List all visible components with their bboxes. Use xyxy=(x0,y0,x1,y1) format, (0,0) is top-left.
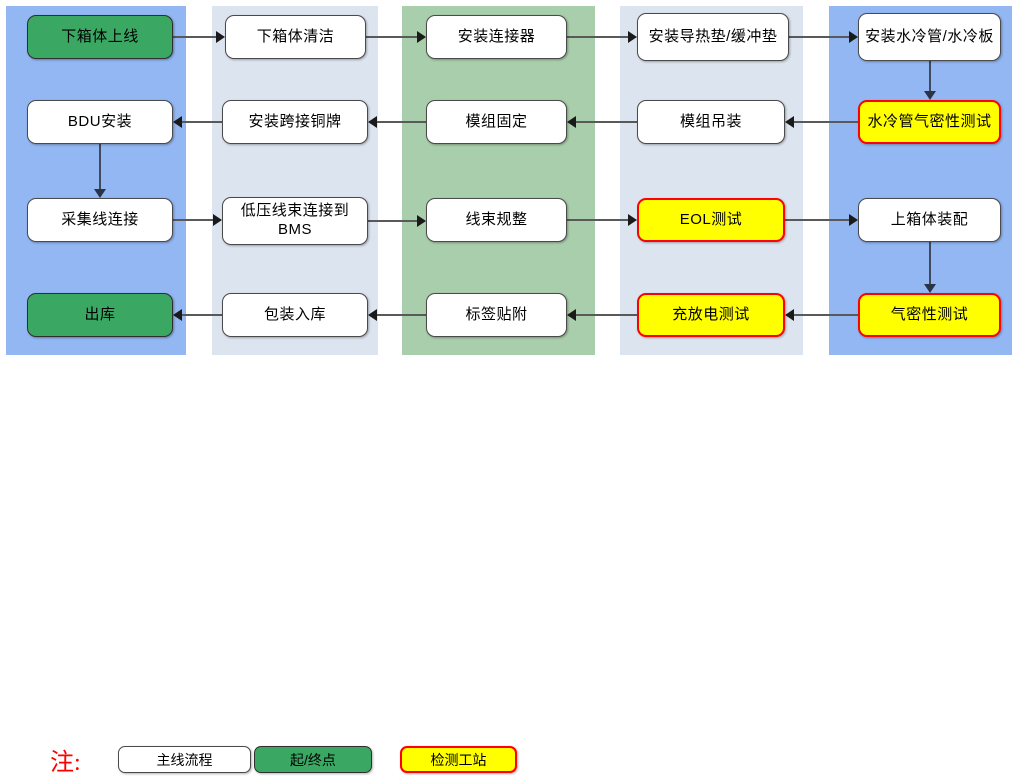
process-node-n01[interactable]: 下箱体上线 xyxy=(27,15,173,59)
process-node-label: 下箱体清洁 xyxy=(256,27,335,45)
connector-n16-to-n17 xyxy=(792,314,858,316)
process-node-label: 包装入库 xyxy=(263,305,326,323)
process-node-n04[interactable]: 安装导热垫/缓冲垫 xyxy=(637,13,789,61)
connector-n17-to-n18-arrowhead xyxy=(567,309,576,321)
flowchart-canvas: 下箱体上线 下箱体清洁 安装连接器 安装导热垫/缓冲垫 安装水冷管/水冷板水冷管气密性测… xyxy=(6,6,1012,355)
process-node-n17[interactable]: 充放电测试 xyxy=(637,293,785,337)
connector-n03-to-n04-arrowhead xyxy=(628,31,637,43)
process-node-n05[interactable]: 安装水冷管/水冷板 xyxy=(858,13,1001,61)
process-node-label: 采集线连接 xyxy=(61,210,139,228)
process-node-label: 模组固定 xyxy=(465,112,528,130)
process-node-label: 低压线束连接到BMS xyxy=(240,202,350,238)
process-node-label: BDU安装 xyxy=(67,112,133,130)
connector-n04-to-n05 xyxy=(789,36,851,38)
connector-n13-to-n14 xyxy=(567,219,630,221)
connector-n19-to-n20-arrowhead xyxy=(173,309,182,321)
process-node-label: 模组吊装 xyxy=(679,112,742,130)
process-node-label: 标签贴附 xyxy=(465,305,528,323)
connector-n02-to-n03 xyxy=(366,36,419,38)
process-node-n13[interactable]: 线束规整 xyxy=(426,198,567,242)
connector-n15-to-n16-arrowhead xyxy=(923,284,936,293)
connector-n18-to-n19-arrowhead xyxy=(368,309,377,321)
process-node-label: 气密性测试 xyxy=(890,305,969,323)
process-node-n11[interactable]: 采集线连接 xyxy=(27,198,173,242)
connector-n06-to-n07-arrowhead xyxy=(785,116,794,128)
connector-n07-to-n08 xyxy=(574,121,637,123)
process-node-n15[interactable]: 上箱体装配 xyxy=(858,198,1001,242)
process-node-label: 安装连接器 xyxy=(457,27,536,45)
connector-n16-to-n17-arrowhead xyxy=(785,309,794,321)
process-node-label: 安装导热垫/缓冲垫 xyxy=(648,27,778,45)
connector-n08-to-n09 xyxy=(375,121,426,123)
process-node-n18[interactable]: 标签贴附 xyxy=(426,293,567,337)
connector-n18-to-n19 xyxy=(375,314,426,316)
legend-item-label: 主线流程 xyxy=(156,751,213,768)
connector-n15-to-n16 xyxy=(928,242,931,285)
connector-n04-to-n05-arrowhead xyxy=(849,31,858,43)
connector-n03-to-n04 xyxy=(567,36,630,38)
connector-n01-to-n02-arrowhead xyxy=(216,31,225,43)
connector-n01-to-n02 xyxy=(173,36,218,38)
legend-note-label: 注: xyxy=(50,750,81,776)
process-node-n07[interactable]: 模组吊装 xyxy=(637,100,785,144)
connector-n07-to-n08-arrowhead xyxy=(567,116,576,128)
process-node-label: 安装跨接铜牌 xyxy=(248,112,342,130)
process-node-label: 下箱体上线 xyxy=(61,27,139,45)
connector-n13-to-n14-arrowhead xyxy=(628,214,637,226)
process-node-n03[interactable]: 安装连接器 xyxy=(426,15,567,59)
process-node-n10[interactable]: BDU安装 xyxy=(27,100,173,144)
connector-n14-to-n15 xyxy=(785,219,851,221)
connector-n09-to-n10-arrowhead xyxy=(173,116,182,128)
legend-item-label: 起/终点 xyxy=(290,751,336,768)
process-node-label: EOL测试 xyxy=(679,210,743,228)
connector-n11-to-n12-arrowhead xyxy=(213,214,222,226)
connector-n12-to-n13-arrowhead xyxy=(417,215,426,227)
connector-n17-to-n18 xyxy=(574,314,637,316)
process-node-label: 出库 xyxy=(84,305,116,323)
connector-n10-to-n11 xyxy=(99,144,101,190)
connector-n10-to-n11-arrowhead xyxy=(94,189,106,198)
process-node-n06[interactable]: 水冷管气密性测试 xyxy=(858,100,1001,144)
process-node-n20[interactable]: 出库 xyxy=(27,293,173,337)
legend-item-start-end: 起/终点 xyxy=(254,746,372,773)
process-node-label: 水冷管气密性测试 xyxy=(867,112,992,130)
process-node-n19[interactable]: 包装入库 xyxy=(222,293,368,337)
legend-item-label: 检测工站 xyxy=(430,751,487,768)
process-node-n08[interactable]: 模组固定 xyxy=(426,100,567,144)
process-node-n14[interactable]: EOL测试 xyxy=(637,198,785,242)
process-node-label: 线束规整 xyxy=(465,210,528,228)
process-node-n12[interactable]: 低压线束连接到BMS xyxy=(222,197,368,245)
connector-n08-to-n09-arrowhead xyxy=(368,116,377,128)
process-node-label: 上箱体装配 xyxy=(890,210,969,228)
process-node-label: 充放电测试 xyxy=(672,305,750,323)
legend: 注: 主线流程 起/终点 检测工站 xyxy=(0,368,1023,776)
process-node-n02[interactable]: 下箱体清洁 xyxy=(225,15,366,59)
connector-n19-to-n20 xyxy=(180,314,222,316)
connector-n06-to-n07 xyxy=(792,121,858,123)
connector-n12-to-n13 xyxy=(368,220,419,222)
connector-n05-to-n06-arrowhead xyxy=(923,91,936,100)
connector-n11-to-n12 xyxy=(173,219,215,221)
connector-n05-to-n06 xyxy=(928,61,931,92)
legend-item-test-station: 检测工站 xyxy=(400,746,517,773)
process-node-label: 安装水冷管/水冷板 xyxy=(865,27,994,45)
process-node-n16[interactable]: 气密性测试 xyxy=(858,293,1001,337)
process-node-n09[interactable]: 安装跨接铜牌 xyxy=(222,100,368,144)
legend-item-main-process: 主线流程 xyxy=(118,746,251,773)
connector-n02-to-n03-arrowhead xyxy=(417,31,426,43)
connector-n14-to-n15-arrowhead xyxy=(849,214,858,226)
connector-n09-to-n10 xyxy=(180,121,222,123)
